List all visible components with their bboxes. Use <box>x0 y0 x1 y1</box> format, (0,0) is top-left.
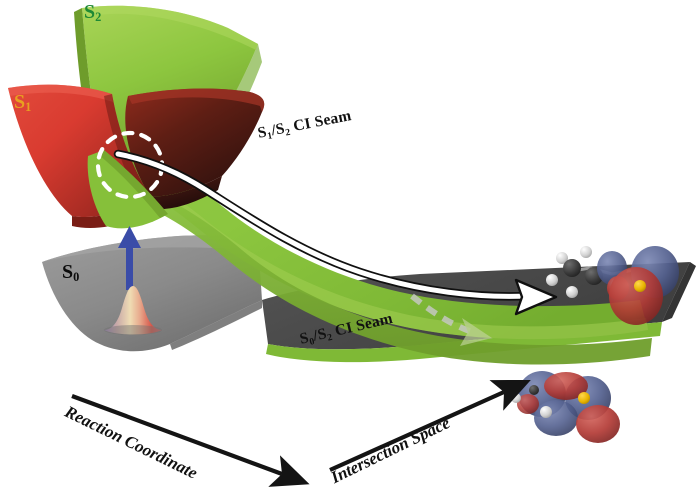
wavepacket <box>104 286 162 335</box>
relaxation-path <box>113 149 558 316</box>
excitation-arrow <box>118 226 141 290</box>
label-s2: S2 <box>84 1 102 25</box>
branching-path <box>410 293 492 346</box>
label-s1: S1 <box>14 91 32 115</box>
s0-surface <box>42 235 262 352</box>
molecule-orbital-lower <box>511 371 620 443</box>
s2-front-flange <box>87 150 168 229</box>
intersection-space-arrow <box>329 379 531 472</box>
reaction-coordinate-arrow <box>71 394 310 487</box>
label-s0: S0 <box>62 261 80 285</box>
molecule-orbital-upper <box>546 246 679 325</box>
s2-flange-shade <box>100 150 168 218</box>
